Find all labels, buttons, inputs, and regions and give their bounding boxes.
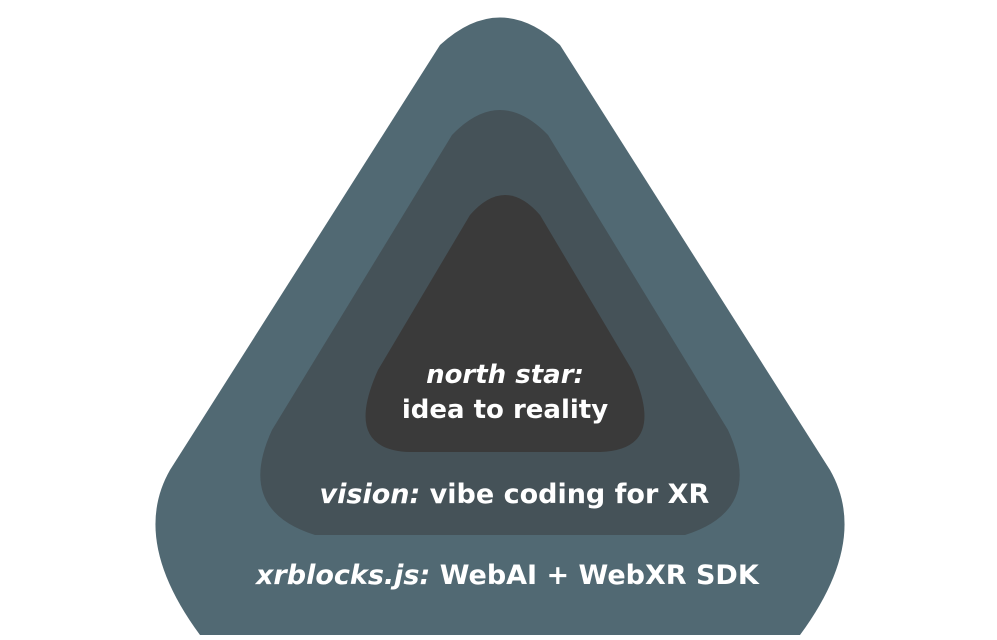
outer-layer-text: WebAI + WebXR SDK — [430, 560, 760, 591]
outer-layer-label: xrblocks.js: WebAI + WebXR SDK — [190, 560, 806, 591]
inner-layer-line2: idea to reality — [402, 395, 608, 425]
inner-layer: north star: idea to reality — [365, 195, 645, 452]
inner-triangle-shape — [365, 195, 645, 452]
middle-layer-text: vibe coding for XR — [420, 479, 709, 510]
middle-layer-label: vision: vibe coding for XR — [254, 479, 757, 510]
outer-layer-emphasis: xrblocks.js: — [254, 560, 430, 591]
middle-layer-emphasis: vision: — [320, 479, 421, 510]
inner-layer-line1: north star: — [426, 360, 584, 390]
